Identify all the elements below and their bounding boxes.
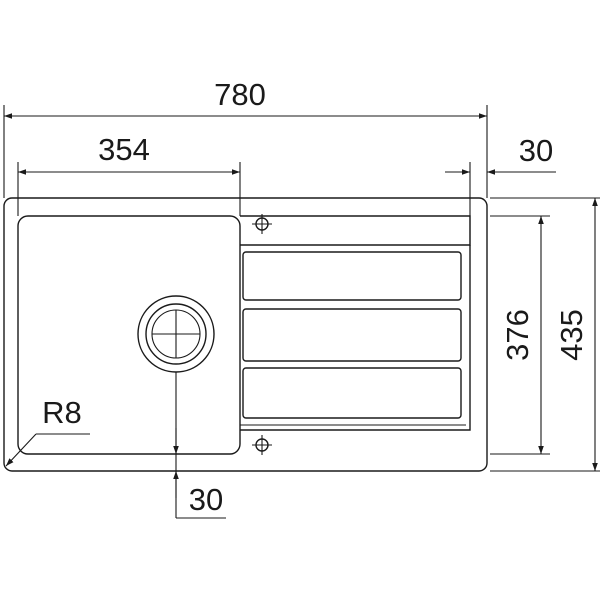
rim-offset-label: 30 <box>519 133 553 168</box>
corner-radius-label: R8 <box>42 395 82 430</box>
sink-outline <box>3 197 488 472</box>
dim-drain-offset: 30 <box>173 372 226 519</box>
drain-strainer <box>137 295 215 373</box>
overall-width-label: 780 <box>214 77 266 112</box>
drain-groove-2 <box>242 308 462 362</box>
drain-offset-label: 30 <box>189 482 223 517</box>
bowl-width-label: 354 <box>98 132 150 167</box>
overall-depth-label: 435 <box>554 309 589 361</box>
dim-overall-width: 780 <box>3 77 488 198</box>
tap-hole-bottom <box>252 435 272 455</box>
inner-depth-label: 376 <box>500 309 535 361</box>
dim-inner-depth: 376 <box>490 215 550 455</box>
bowl <box>17 215 241 455</box>
drain-groove-3 <box>242 367 462 419</box>
dim-corner-radius: R8 <box>5 395 90 467</box>
drain-groove-1 <box>242 251 462 301</box>
tap-hole-top <box>252 214 272 234</box>
drainboard <box>240 215 471 431</box>
dim-rim-offset: 30 <box>445 133 556 245</box>
dim-overall-depth: 435 <box>490 197 600 472</box>
dim-bowl-width: 354 <box>17 132 241 216</box>
